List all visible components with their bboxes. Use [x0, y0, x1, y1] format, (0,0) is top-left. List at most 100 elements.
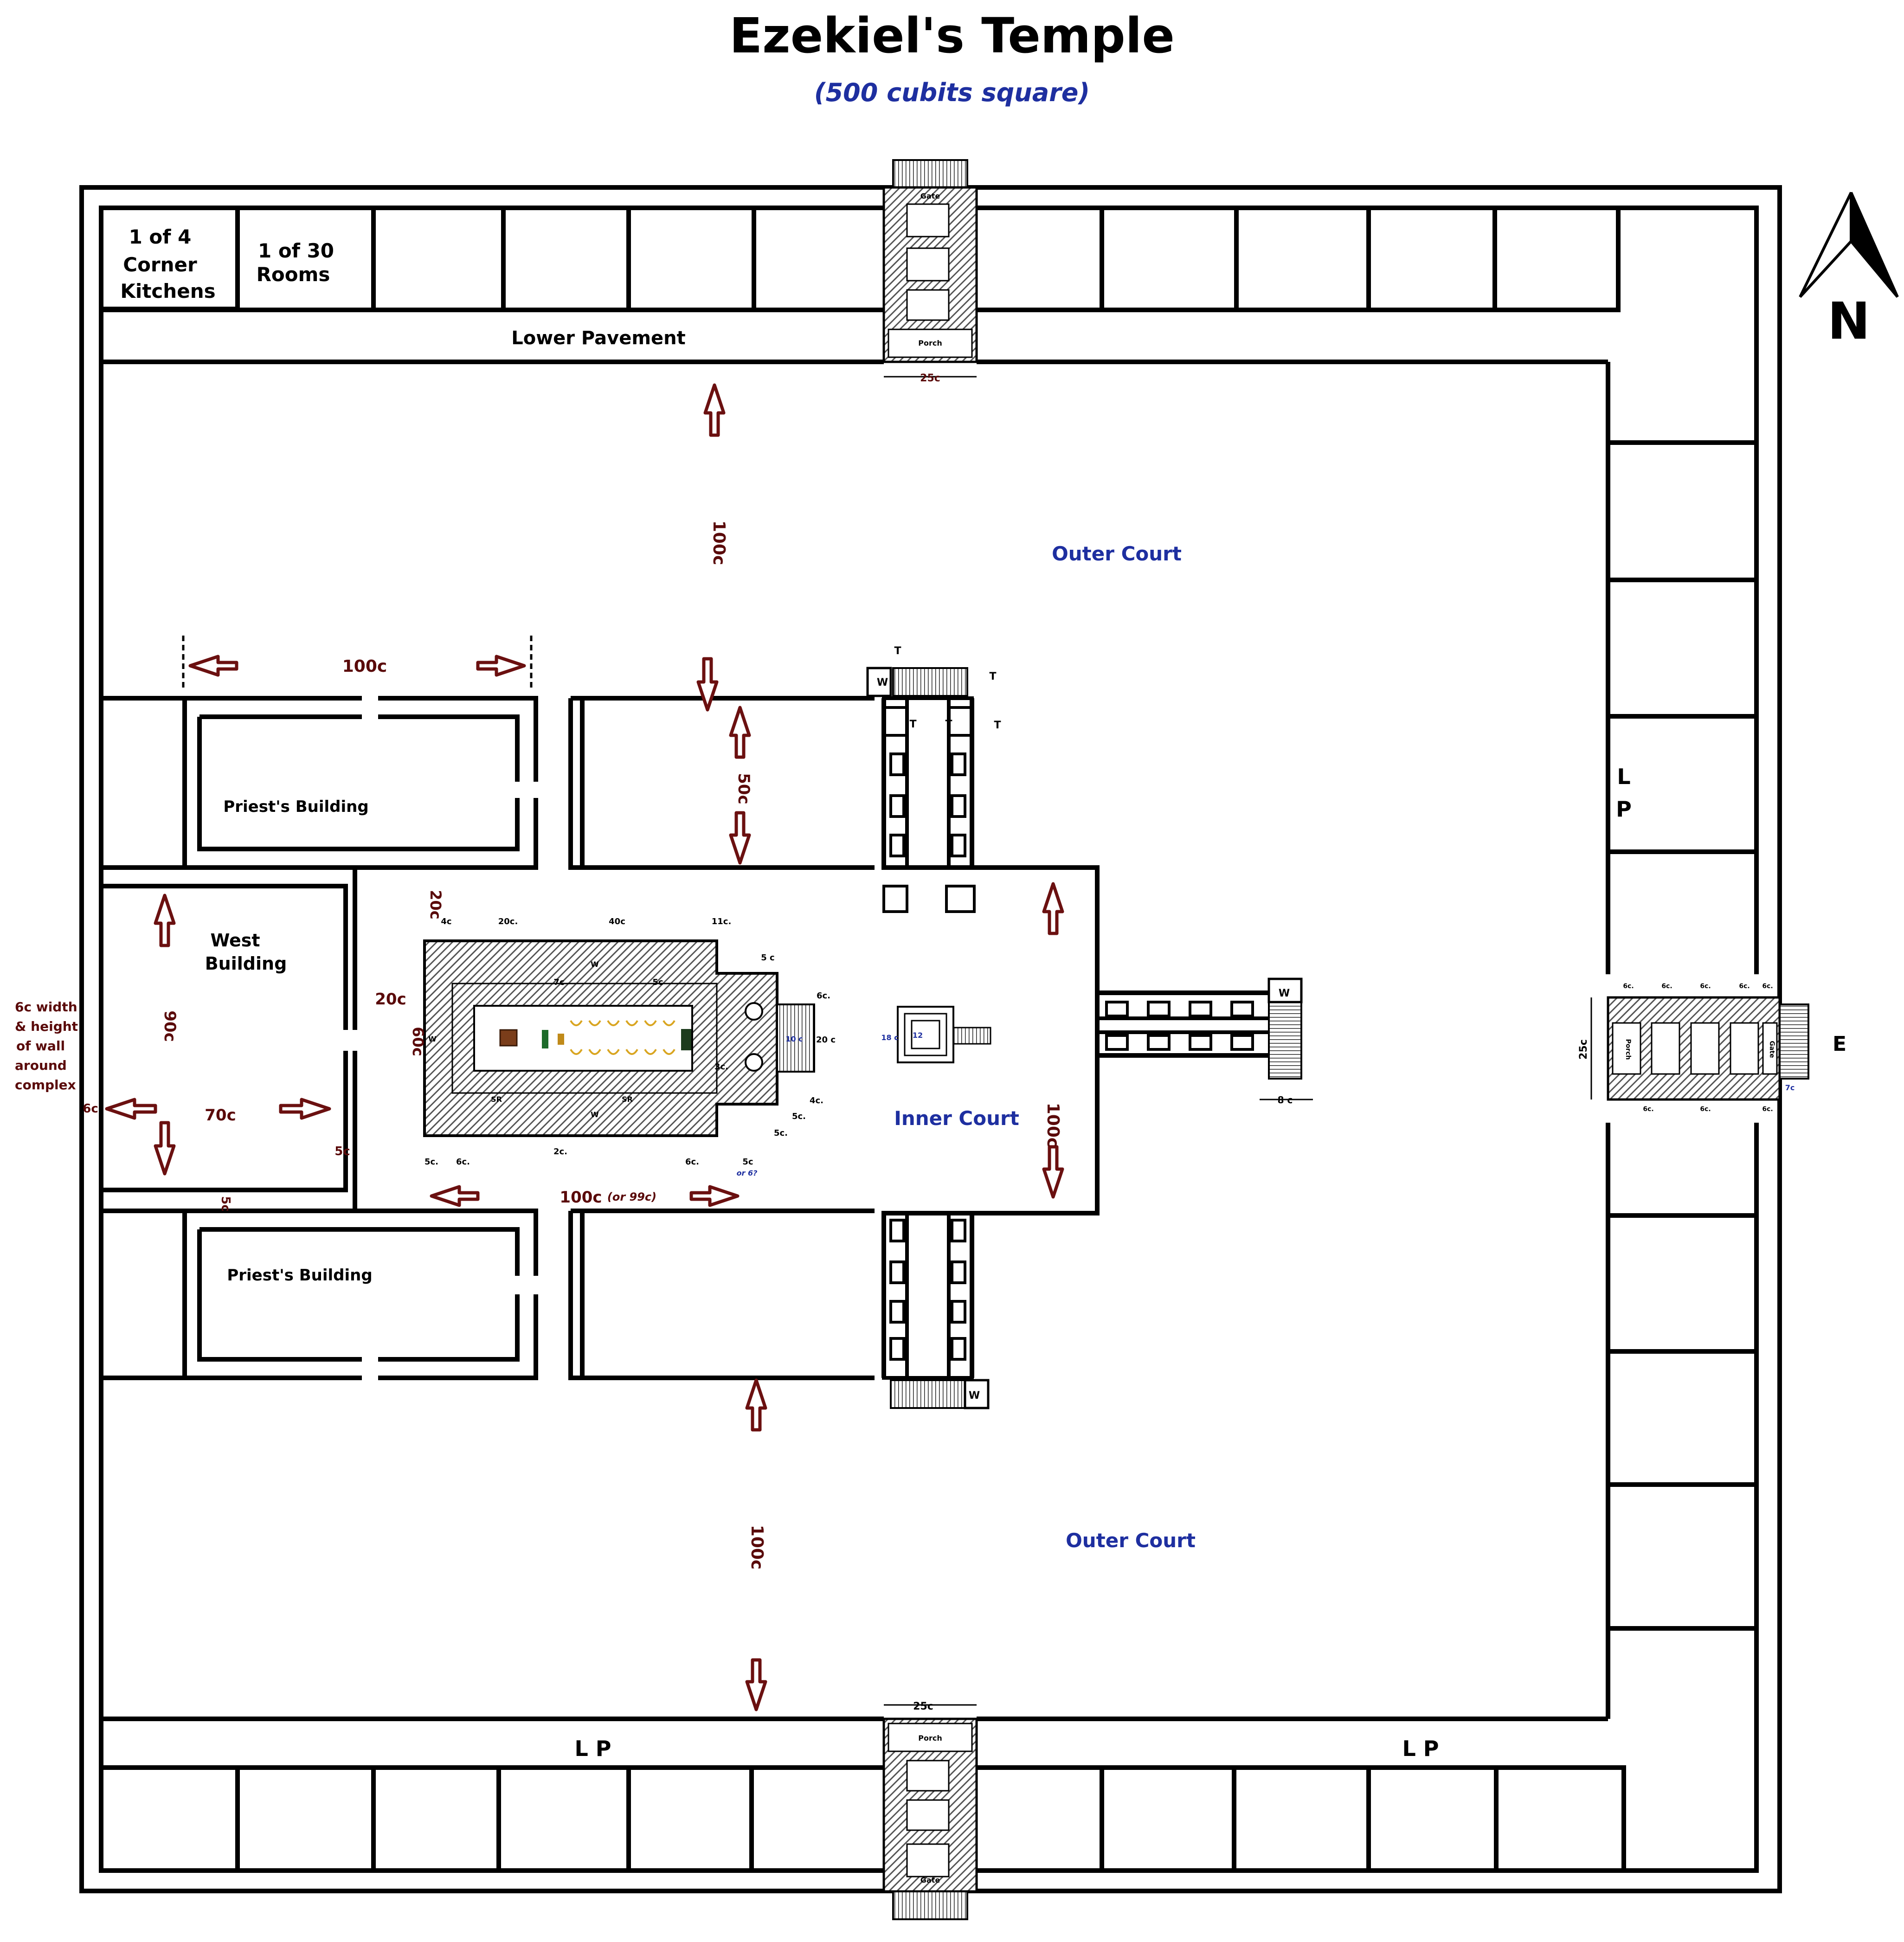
- dim-north-outer-court: 100c: [709, 521, 728, 566]
- table-t-5: T: [945, 719, 952, 730]
- outer-court-south-label: Outer Court: [1066, 1529, 1196, 1552]
- south-chambers: [99, 1717, 1626, 1873]
- south-gate-label: Gate: [920, 1876, 940, 1884]
- priests-building-south-label: Priest's Building: [227, 1266, 372, 1285]
- dim-wall-top: 4c: [441, 917, 451, 926]
- table-icon: [558, 1034, 564, 1045]
- dim-porch-side-1: 6c.: [817, 991, 830, 1001]
- east-gate-label: Gate: [1768, 1041, 1775, 1058]
- temple-w-left: W: [428, 1035, 437, 1043]
- dim-separation: 20c: [375, 990, 406, 1009]
- kitchens-label-1: 1 of 4: [129, 225, 192, 248]
- priests-building-north-label: Priest's Building: [223, 797, 368, 816]
- arrow-right-icon: [279, 1098, 331, 1120]
- outer-wall: [79, 185, 1782, 1893]
- outer-court-north-label: Outer Court: [1052, 542, 1182, 565]
- dim-porch-side-3: 3c.: [714, 1062, 728, 1072]
- dim-inner-gate: 50c: [734, 773, 753, 804]
- arrow-up-icon: [729, 706, 751, 759]
- dim-holy-place: 40c: [609, 917, 625, 926]
- dim-west-depth: 90c: [161, 1010, 179, 1042]
- arrow-up-icon: [154, 894, 176, 947]
- dim-bottom-2: 6c.: [456, 1157, 470, 1167]
- south-porch-label: Porch: [918, 1734, 942, 1743]
- south-inner-stairs: [890, 1379, 966, 1409]
- dim-inner-north-left: 20c: [427, 890, 444, 920]
- lp-east-p: P: [1616, 797, 1632, 822]
- arrow-down-icon: [729, 811, 751, 865]
- altar-of-incense-icon: [542, 1030, 548, 1048]
- ark-icon: [499, 1029, 518, 1047]
- rooms-label-2: Rooms: [257, 263, 330, 286]
- dim-inner-court: 100c: [1043, 1103, 1062, 1148]
- east-side-label-2: 6c.: [1700, 1106, 1711, 1113]
- east-inner-gate: [1097, 977, 1313, 1100]
- lp-south-left: L P: [574, 1736, 611, 1761]
- east-chambers: [1606, 362, 1756, 1719]
- inner-court-label: Inner Court: [894, 1107, 1019, 1130]
- east-gate-step: 7c: [1785, 1083, 1795, 1092]
- dim-temple-length-alt: (or 99c): [607, 1190, 656, 1203]
- wall-note-1: 6c width: [15, 999, 77, 1015]
- north-chambers: [99, 206, 1621, 364]
- arrow-left-icon: [430, 1185, 480, 1207]
- north-arrow-icon: [1799, 192, 1899, 298]
- dim-porch-side-2: 20 c: [816, 1035, 836, 1045]
- east-cell-label-5: 6c.: [1762, 983, 1773, 990]
- east-side-label-3: 6c.: [1762, 1106, 1773, 1113]
- temple-w-bottom: W: [591, 1110, 599, 1119]
- north-porch-label: Porch: [918, 339, 942, 347]
- north-inner-gate: [866, 667, 976, 913]
- dim-temple-length: 100c: [560, 1188, 602, 1207]
- east-cell-label-3: 6c.: [1700, 983, 1711, 990]
- dim-inner-7c: 7c: [553, 977, 564, 987]
- arrow-down-icon: [745, 1658, 767, 1711]
- east-inner-w: W: [1279, 988, 1290, 999]
- south-inner-w: W: [969, 1390, 980, 1402]
- page-title: Ezekiel's Temple: [729, 7, 1175, 64]
- arrow-left-icon: [105, 1098, 157, 1120]
- dim-bottom-1: 5c.: [425, 1157, 438, 1167]
- east-porch-label: Porch: [1624, 1039, 1632, 1060]
- wall-note-5: complex: [15, 1077, 76, 1093]
- north-inner-stairs: [892, 667, 968, 697]
- north-gate-width: 25c: [920, 373, 940, 384]
- altar: [897, 1006, 991, 1063]
- south-outer-gate: [882, 1704, 978, 1920]
- dim-porch-side-6: 5c.: [774, 1128, 788, 1138]
- west-building-label-2: Building: [205, 953, 287, 974]
- north-inner-w: W: [877, 677, 888, 688]
- temple: [423, 939, 815, 1137]
- east-side-label-1: 6c.: [1643, 1106, 1653, 1113]
- dim-west-gap-2: 5c: [219, 1196, 232, 1212]
- arrow-left-icon: [188, 655, 238, 677]
- arrow-down-icon: [1042, 1145, 1064, 1199]
- table-t-1: T: [894, 645, 901, 657]
- arrow-right-icon: [689, 1185, 740, 1207]
- east-letter: E: [1833, 1032, 1846, 1056]
- dim-altar-18c: 18 c: [881, 1033, 898, 1042]
- table-t-2: T: [989, 671, 996, 682]
- dim-west-gap: 5c: [334, 1145, 350, 1158]
- lp-east-l: L: [1617, 764, 1630, 789]
- dim-south-outer-court: 100c: [747, 1525, 766, 1570]
- rooms-label-1: 1 of 30: [258, 239, 334, 262]
- dim-porch-depth: 11c.: [712, 917, 732, 926]
- north-outer-gate: [882, 159, 978, 378]
- west-building-label-1: West: [210, 930, 260, 951]
- dim-altar-12: 12: [913, 1031, 923, 1040]
- dim-west-wall: 6c: [83, 1102, 98, 1116]
- east-gate-width: 25c: [1578, 1039, 1589, 1060]
- lampstands-icon: [570, 1020, 675, 1055]
- page-subtitle: (500 cubits square): [814, 78, 1090, 107]
- table-t-3: T: [994, 720, 1001, 731]
- dim-temple-width: 60c: [409, 1027, 427, 1056]
- dim-bottom-4: 6c.: [685, 1157, 699, 1167]
- lp-south-right: L P: [1402, 1736, 1439, 1761]
- arrow-up-icon: [1042, 882, 1064, 935]
- west-buildings: [99, 696, 875, 1380]
- arrow-down-icon: [696, 657, 719, 712]
- dim-porch-side-5: 5c.: [792, 1112, 806, 1121]
- arrow-up-icon: [745, 1378, 767, 1432]
